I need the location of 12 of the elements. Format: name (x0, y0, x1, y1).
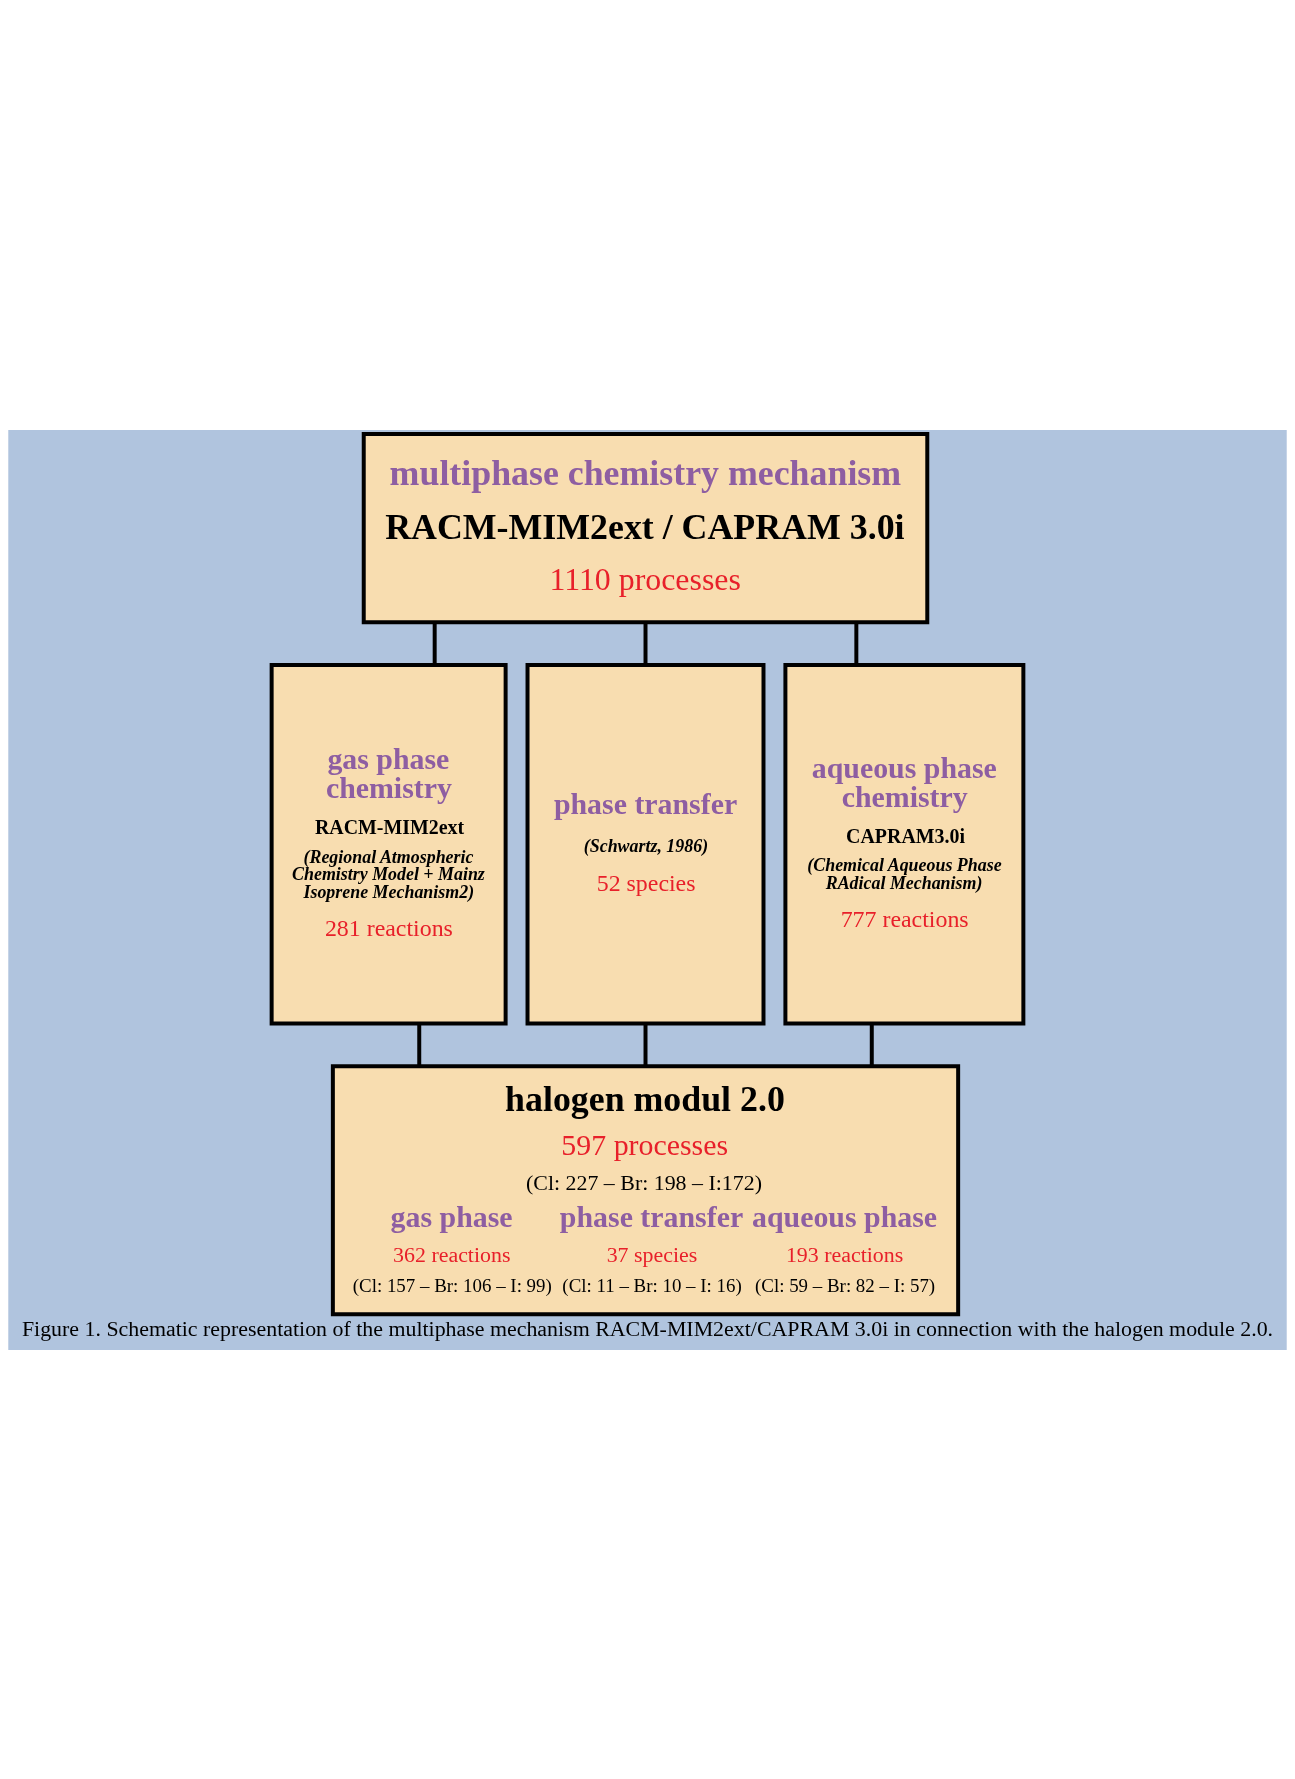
caption: Figure 1. Schematic representation of the multiphase mechanism RACM-MIM2ext/CAPRAM 3.0i in connection with the halogen module 2.0. (21, 1315, 1274, 1341)
connector (643, 1023, 648, 1066)
node-box: gas phase chemistry RACM-MIM2ext (Regional Atmospheric Chemistry Model + Mainz Isoprene Mechanism2) 281 reactions (269, 662, 508, 1025)
node-box: phase transfer (Schwartz, 1986) 52 species (525, 662, 766, 1025)
node-box: multiphase chemistry mechanism RACM-MIM2ext / CAPRAM 3.0i 1110 processes (361, 431, 930, 624)
node-box: aqueous phase chemistry CAPRAM3.0i (Chemical Aqueous Phase RAdical Mechanism) 777 reactions (783, 662, 1026, 1025)
connector (643, 622, 648, 665)
node-box: halogen modul 2.0 597 processes (Cl: 227 – Br: 198 – I:172) gas phase phase transfer aqueous phase 362 reactions 37 species 193 reactions (Cl: 157 – Br: 106 – I: 99) (Cl: 11 – Br: 10 – I: 16) (Cl: 59 – Br: 82 – I: 57) (330, 1063, 961, 1316)
connector (854, 622, 859, 665)
connector (417, 1023, 422, 1066)
connector (432, 622, 437, 665)
connector (869, 1023, 874, 1066)
